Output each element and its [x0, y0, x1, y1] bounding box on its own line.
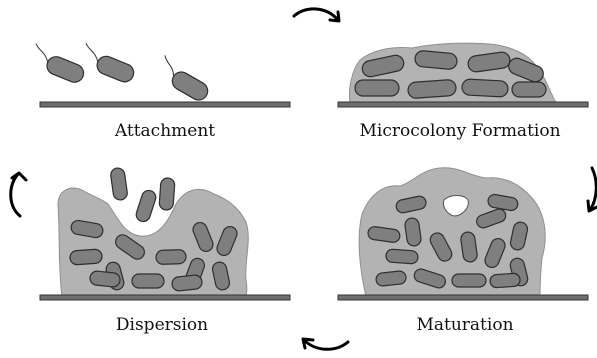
- microcolony-bacterium: [408, 79, 457, 98]
- microcolony-bacterium: [462, 79, 509, 97]
- dispersion-bacterium: [171, 274, 202, 291]
- attachment-panel: [28, 43, 290, 107]
- dispersion-bacterium: [156, 249, 186, 264]
- released-bacterium: [134, 189, 157, 224]
- microcolony-bacterium: [355, 80, 399, 96]
- dispersion-substrate: [40, 295, 290, 300]
- maturation-substrate: [338, 295, 588, 300]
- microcolony-panel: [338, 43, 588, 107]
- dispersion-bacterium: [132, 274, 164, 288]
- maturation-bacterium: [490, 273, 521, 288]
- arrow-maturation-to-dispersion: [303, 339, 348, 349]
- maturation-bacterium: [375, 270, 406, 286]
- dispersion-bacterium: [89, 270, 120, 287]
- microcolony-substrate: [338, 102, 588, 107]
- attachment-label: Attachment: [115, 121, 215, 141]
- maturation-bacterium: [452, 274, 486, 287]
- arrow-dispersion-to-attachment: [11, 173, 26, 216]
- microcolony-bacterium: [414, 50, 457, 70]
- maturation-label: Maturation: [416, 315, 513, 335]
- arrow-attachment-to-microcolony: [294, 9, 339, 21]
- dispersion-bacterium: [70, 249, 103, 265]
- microcolony-bacterium: [512, 82, 546, 97]
- maturation-panel: [338, 168, 588, 300]
- attached-bacterium: [28, 44, 88, 85]
- microcolony-formation-label: Microcolony Formation: [359, 121, 560, 141]
- dispersion-label: Dispersion: [116, 315, 208, 335]
- attached-bacterium: [78, 43, 138, 84]
- arrow-microcolony-to-maturation: [588, 168, 597, 211]
- released-bacterium: [110, 167, 128, 201]
- released-bacterium: [159, 178, 175, 211]
- maturation-bacterium: [386, 249, 419, 264]
- dispersion-panel: [40, 167, 290, 300]
- attached-bacterium: [153, 55, 213, 103]
- attachment-substrate: [40, 102, 290, 107]
